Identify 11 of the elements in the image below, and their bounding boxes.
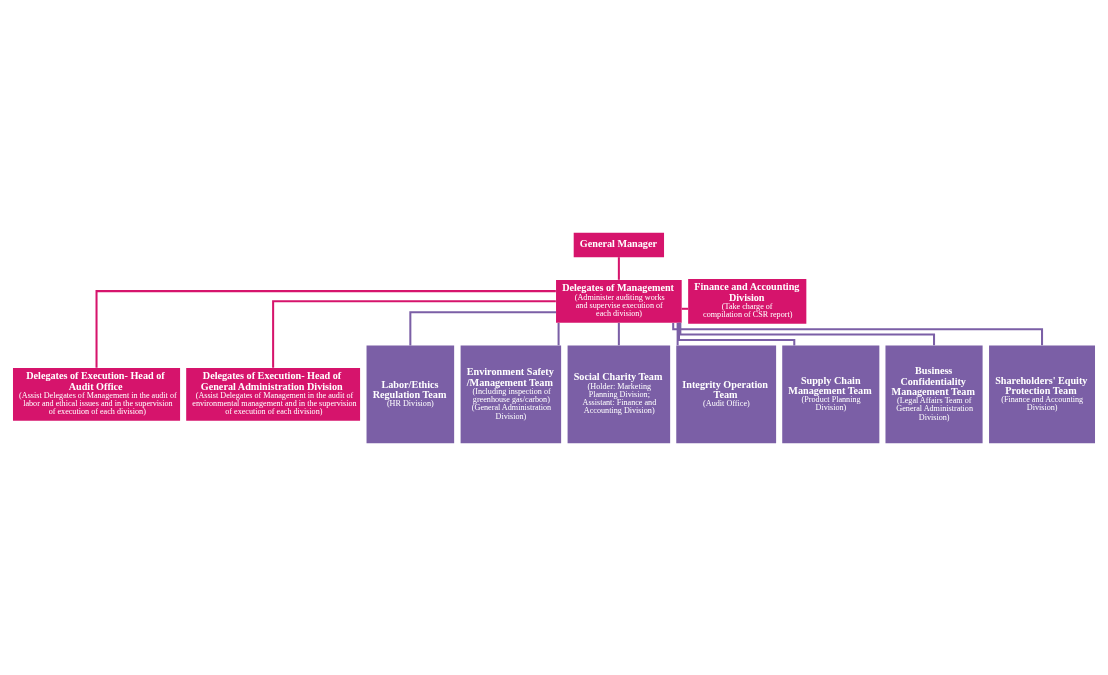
connector [617, 322, 620, 345]
node-box: General Manager [573, 232, 665, 257]
connector [676, 322, 679, 345]
connector [677, 322, 796, 345]
connector [95, 289, 556, 368]
connector [681, 307, 689, 310]
connector [679, 322, 936, 345]
connector [409, 310, 556, 345]
connector [557, 322, 560, 345]
connector [617, 256, 620, 280]
connector [272, 299, 556, 368]
